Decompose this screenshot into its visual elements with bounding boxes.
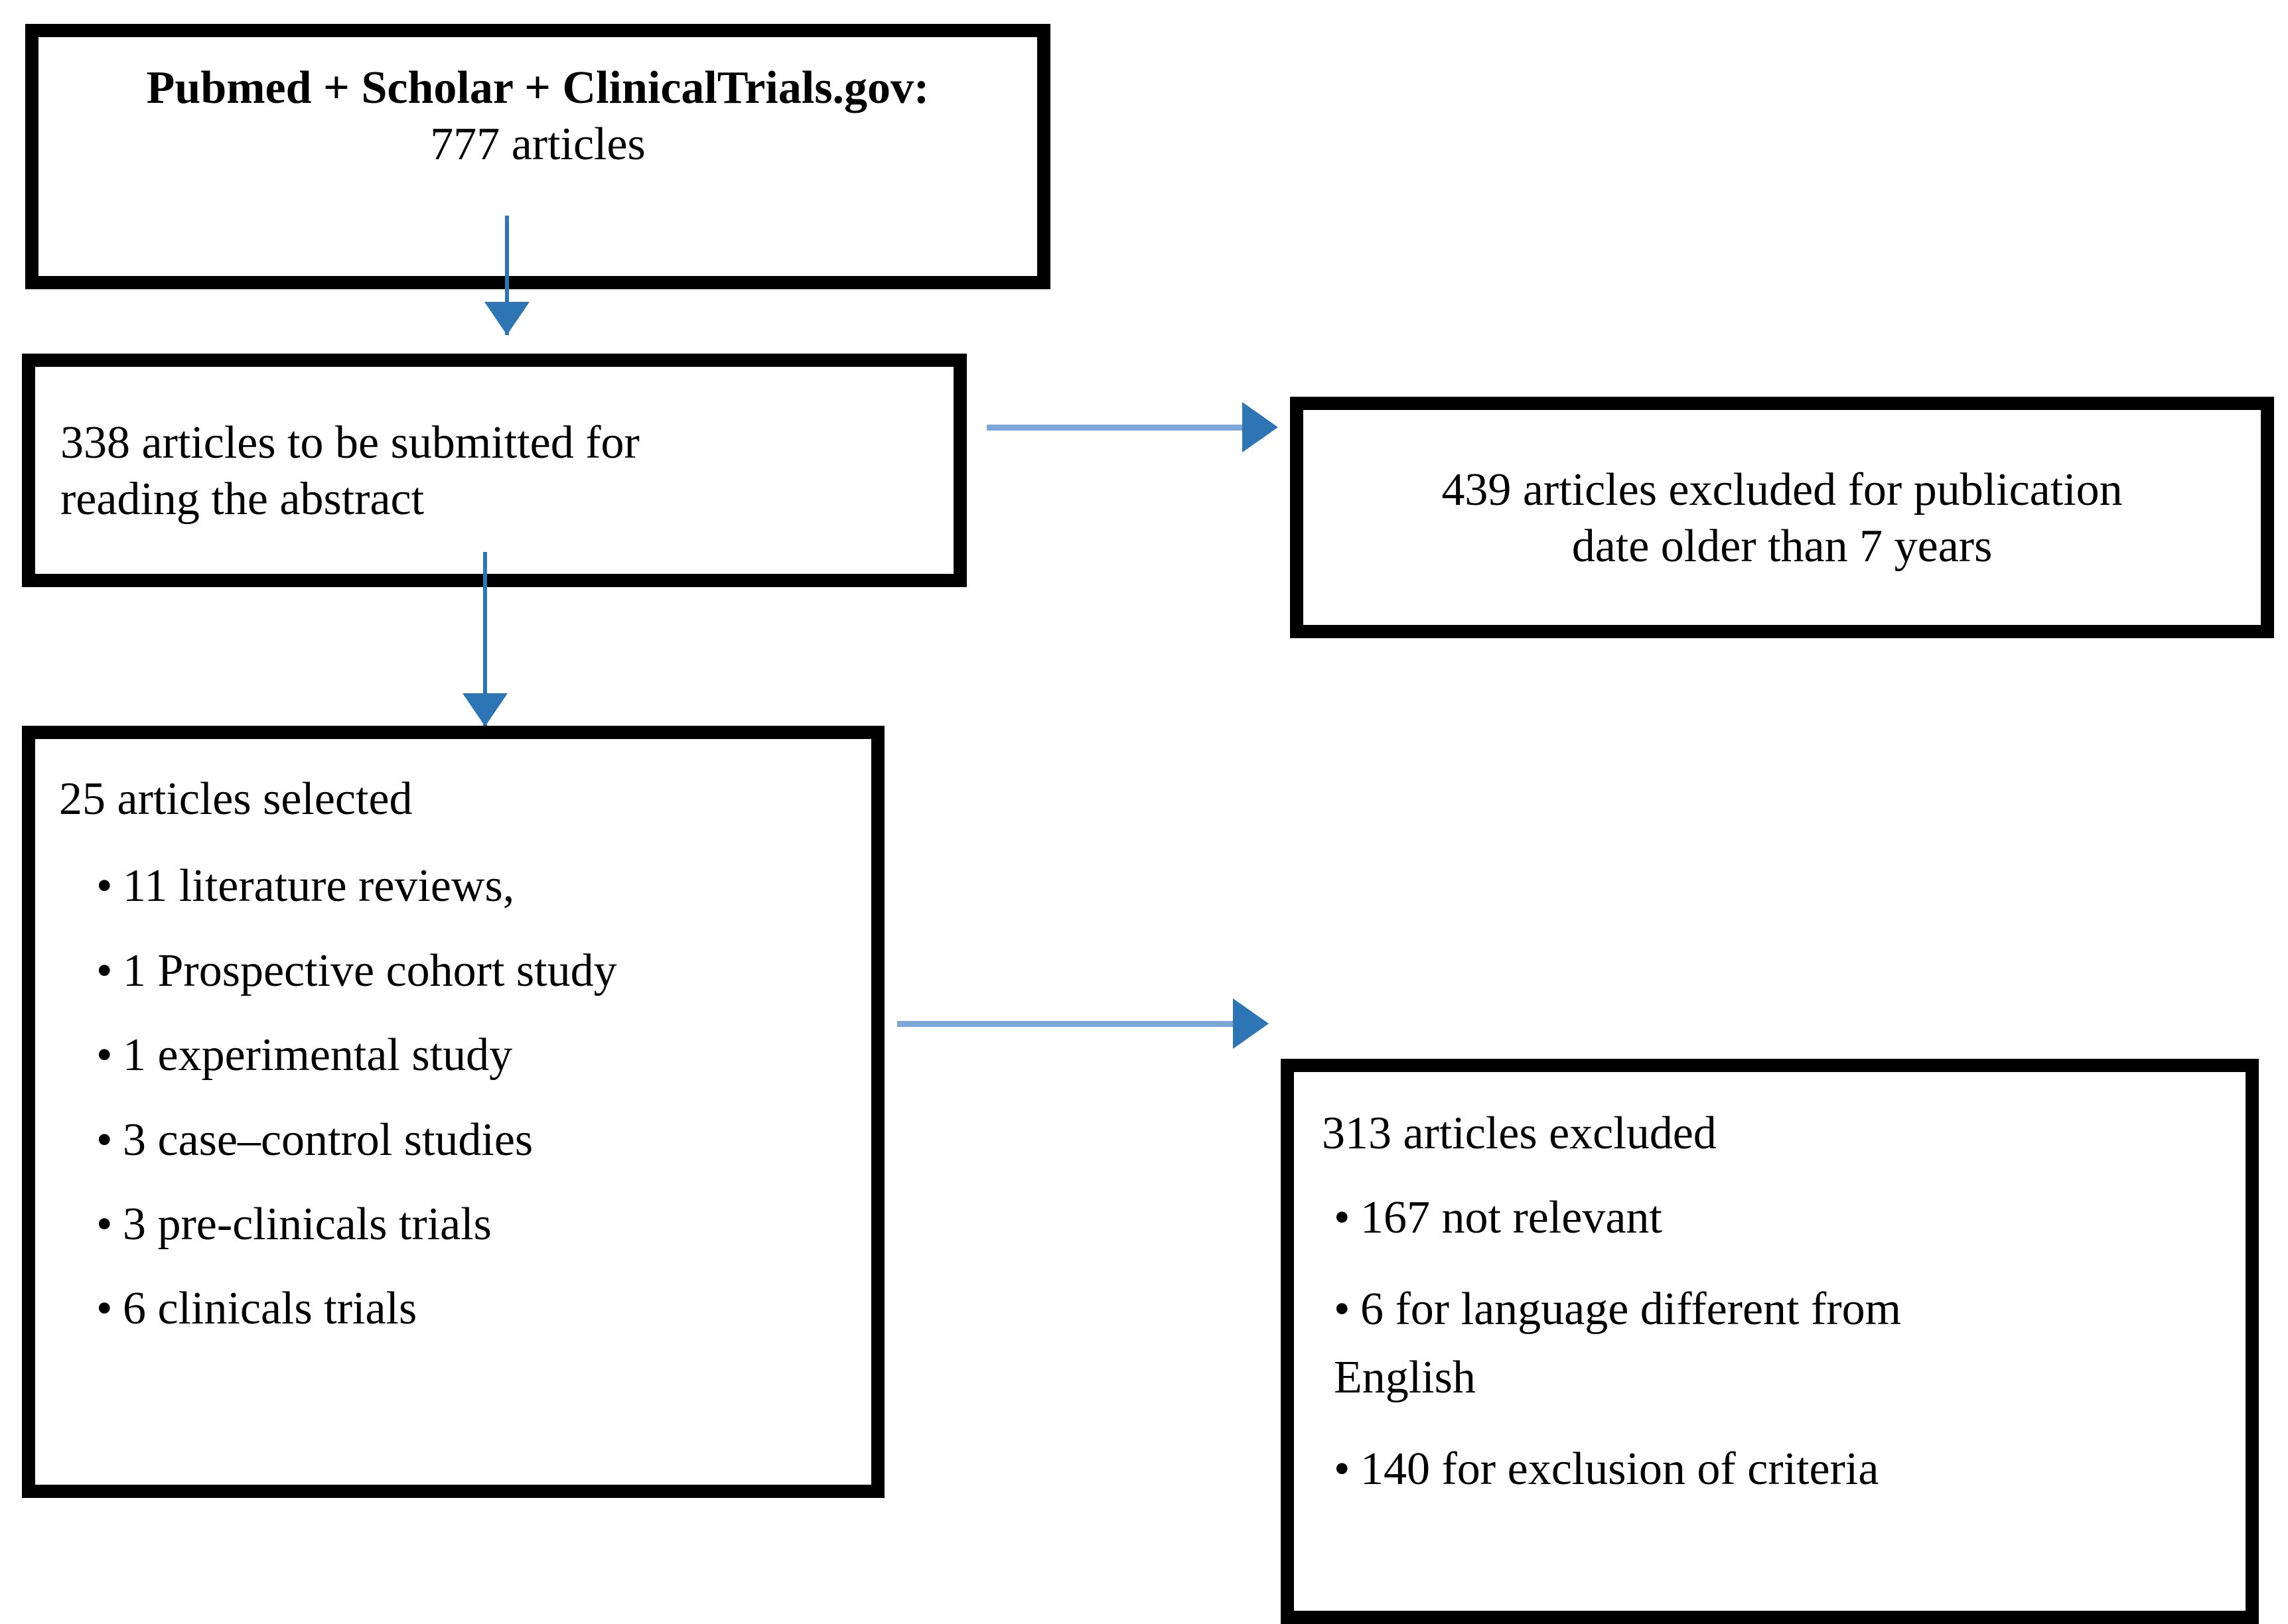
list-item-label: 140 for exclusion of criteria	[1360, 1443, 1879, 1495]
arrow-shaft	[505, 216, 509, 335]
search-sources-line-1: Pubmed + Scholar + ClinicalTrials.gov:	[146, 62, 930, 113]
list-item: •6 clinicals trials	[59, 1280, 871, 1337]
selected-articles-box: 25 articles selected •11 literature revi…	[22, 726, 885, 1498]
list-item: •167 not relevant	[1322, 1189, 2246, 1246]
selected-articles-title: 25 articles selected	[59, 774, 413, 825]
arrow-shaft	[987, 425, 1249, 431]
excluded-other-content: 313 articles excluded •167 not relevant …	[1294, 1072, 2246, 1611]
search-sources-content: Pubmed + Scholar + ClinicalTrials.gov: 7…	[38, 37, 1037, 276]
bullet-icon: •	[1334, 1283, 1350, 1335]
abstract-screening-content: 338 articles to be submitted for reading…	[35, 367, 954, 574]
list-item-label: 6 clinicals trials	[123, 1283, 417, 1335]
arrow-shaft	[483, 552, 487, 728]
list-item-label: 3 pre-clinicals trials	[123, 1198, 492, 1250]
bullet-icon: •	[1334, 1443, 1350, 1495]
bullet-icon: •	[1334, 1192, 1350, 1244]
list-item-label: 167 not relevant	[1360, 1192, 1662, 1244]
bullet-icon: •	[96, 945, 113, 996]
excluded-by-date-line-1: 439 articles excluded for publication	[1441, 464, 2123, 515]
bullet-icon: •	[96, 1114, 113, 1166]
list-item: •140 for exclusion of criteria	[1322, 1441, 2246, 1497]
list-item-label: 1 Prospective cohort study	[123, 945, 617, 996]
excluded-other-continuation-text: English	[1334, 1352, 1476, 1404]
abstract-screening-line-1: 338 articles to be submitted for	[60, 417, 640, 468]
bullet-icon: •	[96, 1030, 113, 1081]
arrow-head	[463, 693, 508, 726]
list-item: •1 Prospective cohort study	[59, 943, 871, 999]
bullet-icon: •	[96, 1283, 113, 1335]
excluded-other-title: 313 articles excluded	[1322, 1108, 1717, 1159]
abstract-screening-box: 338 articles to be submitted for reading…	[22, 354, 967, 587]
arrow-head	[1242, 402, 1278, 452]
arrow-head	[484, 302, 530, 335]
list-item-label: 11 literature reviews,	[123, 860, 515, 912]
list-item: •3 case–control studies	[59, 1112, 871, 1168]
list-item-label: 1 experimental study	[123, 1030, 513, 1081]
list-item: •1 experimental study	[59, 1027, 871, 1083]
excluded-by-date-box: 439 articles excluded for publication da…	[1290, 397, 2274, 638]
list-item: •3 pre-clinicals trials	[59, 1196, 871, 1252]
list-item: •11 literature reviews,	[59, 858, 871, 914]
excluded-other-list-continued: •140 for exclusion of criteria	[1322, 1441, 2246, 1497]
list-item: •6 for language different from	[1322, 1281, 2246, 1337]
excluded-other-box: 313 articles excluded •167 not relevant …	[1281, 1059, 2259, 1624]
arrow-head	[1233, 998, 1269, 1049]
bullet-icon: •	[96, 1198, 113, 1250]
abstract-screening-line-2: reading the abstract	[60, 474, 425, 525]
bullet-icon: •	[96, 860, 113, 912]
excluded-by-date-content: 439 articles excluded for publication da…	[1303, 410, 2261, 625]
search-sources-line-2: 777 articles	[430, 119, 646, 170]
arrow-shaft	[897, 1021, 1236, 1027]
selected-articles-content: 25 articles selected •11 literature revi…	[35, 739, 871, 1485]
excluded-other-list: •167 not relevant •6 for language differ…	[1322, 1189, 2246, 1337]
list-item-label: 3 case–control studies	[123, 1114, 534, 1166]
excluded-by-date-line-2: date older than 7 years	[1571, 521, 1993, 573]
selected-articles-list: •11 literature reviews, •1 Prospective c…	[59, 858, 871, 1337]
list-item-label: 6 for language different from	[1360, 1283, 1902, 1335]
search-sources-box: Pubmed + Scholar + ClinicalTrials.gov: 7…	[25, 24, 1050, 289]
